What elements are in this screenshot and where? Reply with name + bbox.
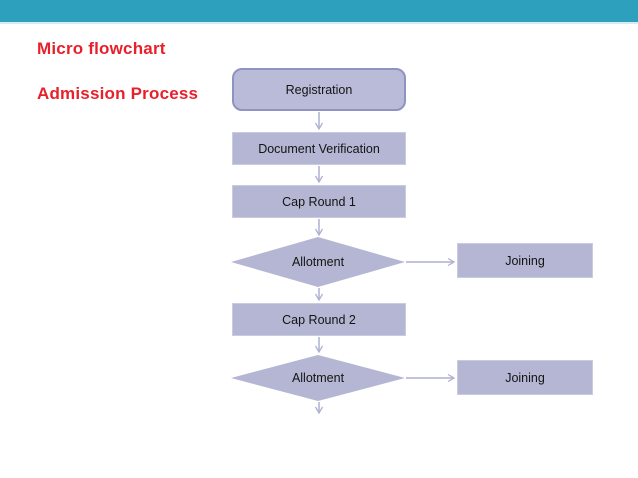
flow-node-joining-1: Joining [457,243,593,278]
flow-node-registration: Registration [232,68,406,111]
flow-node-document-verification-label: Document Verification [258,141,380,156]
flow-node-allotment-1-label: Allotment [291,255,345,269]
flow-node-registration-label: Registration [285,82,353,97]
flow-node-cap-round-1: Cap Round 1 [232,185,406,218]
flow-node-allotment-2-label: Allotment [291,371,345,385]
header-bar [0,0,638,24]
slide-title-line1: Micro flowchart [37,39,166,58]
flow-node-joining-1-label: Joining [505,253,545,268]
flow-node-cap-round-2-label: Cap Round 2 [282,312,356,327]
flow-node-cap-round-2: Cap Round 2 [232,303,406,336]
slide-title-line2: Admission Process [37,84,199,103]
flow-node-allotment-1: Allotment [231,237,405,287]
flow-node-joining-2: Joining [457,360,593,395]
flow-node-joining-2-label: Joining [505,370,545,385]
flow-node-allotment-2: Allotment [231,355,405,401]
flow-node-cap-round-1-label: Cap Round 1 [282,194,356,209]
flow-node-document-verification: Document Verification [232,132,406,165]
